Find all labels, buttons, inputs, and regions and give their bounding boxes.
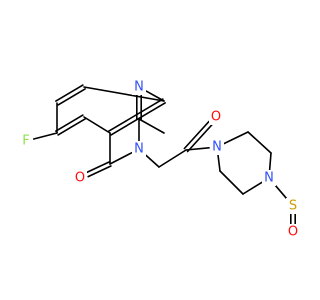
atom-n1-label: N <box>134 80 144 95</box>
bond-carbonyl-n <box>185 146 210 151</box>
atom-o-ketone: O <box>209 109 223 125</box>
atom-o-sulfonyl-2: O <box>286 224 300 240</box>
atom-o-ketone-label: O <box>211 110 221 125</box>
bond-s-o2 <box>289 213 297 225</box>
bond-layer <box>32 84 300 225</box>
bond-c4-o4 <box>85 161 112 178</box>
atom-n-piperazine-4: N <box>262 170 276 186</box>
atom-o4: O <box>73 170 87 186</box>
bond-n3-ch2 <box>144 153 160 168</box>
bond-pb-np4 <box>268 152 272 171</box>
bond-np4-pc <box>242 181 263 195</box>
atom-n-piperazine-4-label: N <box>264 171 274 186</box>
atom-n1: N <box>132 79 146 95</box>
structure-canvas: N N O F O N N <box>19 79 300 240</box>
atom-o-sulfonyl-2-label: O <box>288 225 298 240</box>
atom-n-piperazine-1: N <box>210 139 224 155</box>
bond-n1-c2 <box>136 94 142 120</box>
bond-n3-c4 <box>109 151 133 165</box>
atom-s: S <box>286 198 300 214</box>
atom-f: F <box>19 133 33 149</box>
atom-n3-label: N <box>134 142 144 157</box>
bond-pd-np1 <box>217 154 221 172</box>
atom-label-layer: N N O F O N N <box>19 79 300 240</box>
molecule-structure: N N O F O N N <box>19 79 300 240</box>
bond-c4a-c8a <box>108 98 166 136</box>
atom-n3: N <box>132 141 146 157</box>
bond-pa-pb <box>247 131 272 154</box>
atom-n-piperazine-1-label: N <box>212 140 222 155</box>
bond-np4-s <box>273 183 289 201</box>
bond-c2-methyl <box>138 118 165 134</box>
bond-np1-pa <box>223 131 249 145</box>
bond-c8-c8a <box>83 86 165 102</box>
bond-ch2-carbonyl <box>158 149 187 168</box>
bond-c4a-c5 <box>83 116 111 134</box>
bond-c7-c8 <box>55 84 86 106</box>
bond-pc-pd <box>219 170 244 195</box>
bond-carbonyl-o <box>183 120 214 153</box>
bond-c5-c6 <box>55 114 86 136</box>
bond-c6-f <box>32 132 58 140</box>
atom-f-label: F <box>22 134 29 149</box>
atom-s-label: S <box>289 199 297 214</box>
atom-o4-label: O <box>75 171 85 186</box>
